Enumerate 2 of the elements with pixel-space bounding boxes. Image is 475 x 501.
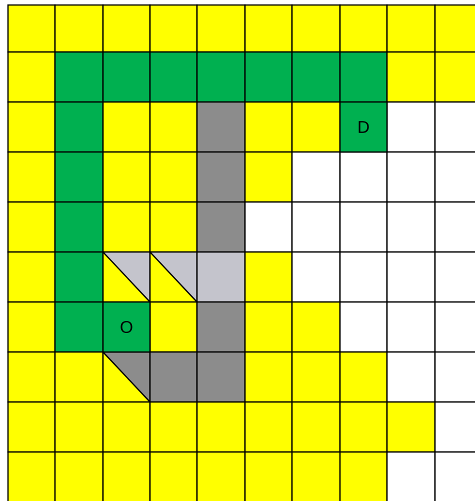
grid-cell: O xyxy=(102,301,151,353)
grid-cell: D xyxy=(339,101,388,153)
